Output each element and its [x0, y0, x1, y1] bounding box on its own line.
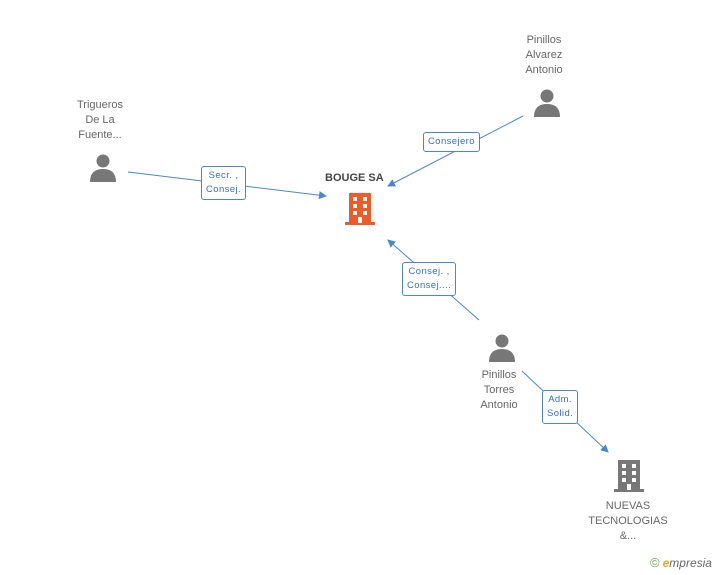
label-line: Fuente...	[78, 129, 122, 141]
building-icon[interactable]	[613, 458, 645, 494]
label-line: Pinillos	[526, 34, 562, 46]
label-line: &...	[619, 530, 637, 542]
label-line: Trigueros	[76, 99, 124, 111]
edge-label-consejero: Consejero	[423, 132, 480, 152]
edge-label-line: Solid.	[547, 408, 574, 419]
person-icon[interactable]	[487, 333, 517, 363]
label-line: Antonio	[525, 64, 563, 76]
copyright-icon: ©	[650, 555, 660, 570]
edge-label-consej: Consej. , Consej....	[402, 262, 457, 296]
center-company-label[interactable]: BOUGE SA	[325, 172, 384, 184]
empresia-logo[interactable]: ©empresia	[650, 555, 712, 570]
edge-label-line: Consejero	[428, 136, 475, 147]
label-line: Alvarez	[525, 49, 563, 61]
edge-label-line: Adm.	[548, 394, 572, 405]
brand-first-letter: e	[662, 556, 670, 570]
edge-label-line: Secr. ,	[208, 170, 239, 181]
person-icon[interactable]	[532, 88, 562, 118]
edge-label-adm: Adm. Solid.	[542, 390, 579, 424]
label-line: Torres	[483, 384, 515, 396]
brand-name: mpresia	[669, 556, 712, 570]
edge-label-secr: Secr. , Consej.	[201, 166, 247, 200]
building-icon[interactable]	[344, 191, 376, 227]
label-line: De La	[85, 114, 115, 126]
company-label-nuevas[interactable]: NUEVAS TECNOLOGIAS &...	[578, 499, 678, 544]
person-label-pinillos-torres[interactable]: Pinillos Torres Antonio	[459, 368, 539, 413]
person-icon[interactable]	[88, 153, 118, 183]
person-label-pinillos-alvarez[interactable]: Pinillos Alvarez Antonio	[504, 33, 584, 78]
edge-label-line: Consej.	[206, 184, 242, 195]
label-line: Antonio	[480, 399, 518, 411]
edge-label-line: Consej. ,	[408, 266, 450, 277]
label-line: Pinillos	[481, 369, 517, 381]
label-line: TECNOLOGIAS	[588, 515, 668, 527]
label-line: NUEVAS	[605, 500, 651, 512]
person-label-trigueros[interactable]: Trigueros De La Fuente...	[60, 98, 140, 143]
edge-label-line: Consej....	[407, 280, 452, 291]
